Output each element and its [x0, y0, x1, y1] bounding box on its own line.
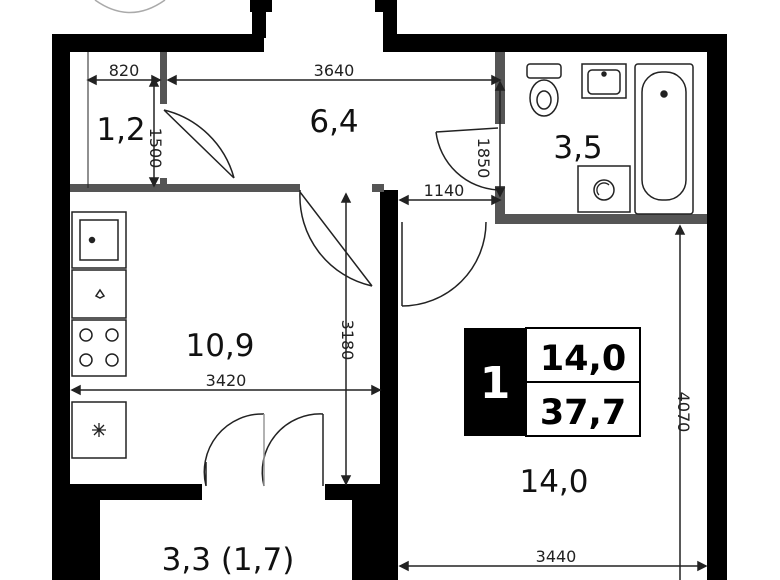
- dim-kitchen-height: 3180: [338, 320, 357, 361]
- balcony-door-right: [261, 413, 324, 487]
- dim-living-height: 4070: [674, 392, 693, 433]
- closet-door: [163, 109, 235, 179]
- living-door: [401, 221, 487, 307]
- dim-bath-width: 1140: [424, 181, 465, 200]
- room-area-bathroom: 3,5: [553, 130, 602, 166]
- dimension-lines: [70, 52, 708, 580]
- badge-rooms-count: 1: [480, 358, 511, 409]
- badge-rooms-box: [464, 328, 526, 436]
- room-area-balcony: 3,3 (1,7): [162, 542, 295, 578]
- washing-machine-icon: [577, 165, 631, 213]
- dim-closet-height: 1500: [146, 128, 165, 169]
- bath-sink-icon: [581, 63, 627, 99]
- fridge-icon: [71, 401, 127, 459]
- fixtures: [71, 63, 694, 459]
- kitchen-door: [299, 190, 373, 287]
- dim-hall-width: 3640: [314, 61, 355, 80]
- dim-kitchen-width: 3420: [206, 371, 247, 390]
- dim-closet-width: 820: [109, 61, 140, 80]
- toilet-icon: [526, 63, 562, 117]
- counter: [71, 269, 127, 319]
- room-area-hall: 6,4: [309, 104, 358, 140]
- drop-icon: [94, 288, 106, 299]
- stove-icon: [71, 319, 127, 377]
- room-area-living: 14,0: [519, 464, 588, 500]
- badge-total-area: 37,7: [540, 393, 626, 433]
- dim-living-width: 3440: [536, 547, 577, 566]
- apartment-badge: 1 14,0 37,7: [464, 327, 641, 437]
- room-area-kitchen: 10,9: [185, 328, 254, 364]
- dim-bath-height: 1850: [474, 138, 493, 179]
- sink-icon: [71, 211, 127, 269]
- compass-arc: [94, 0, 166, 14]
- balcony-door-left: [203, 413, 265, 487]
- bath-door: [435, 127, 499, 191]
- outer-walls: [52, 8, 727, 580]
- badge-living-area: 14,0: [540, 339, 626, 379]
- doors: [163, 109, 499, 487]
- room-area-closet: 1,2: [96, 112, 145, 148]
- bathtub-icon: [634, 63, 694, 215]
- sink-basin: [79, 219, 119, 261]
